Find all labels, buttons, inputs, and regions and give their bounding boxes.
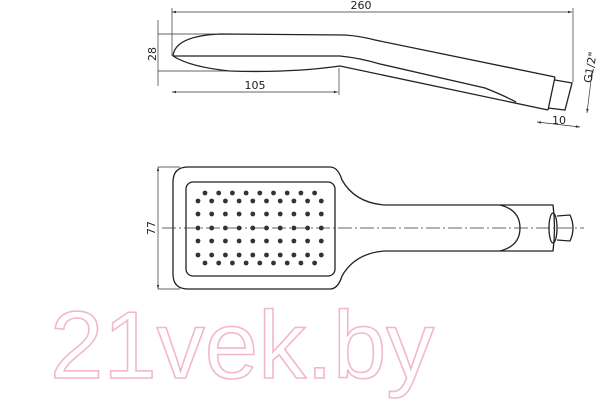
nozzle-dot bbox=[257, 260, 263, 266]
handle-outline-bottom bbox=[172, 55, 549, 111]
nozzle-dot bbox=[264, 225, 269, 231]
nozzle-dot bbox=[209, 211, 215, 217]
nozzle-dot bbox=[243, 190, 249, 196]
nozzle-dot bbox=[318, 211, 324, 217]
dim-77-label: 77 bbox=[145, 221, 158, 235]
nozzle-dot bbox=[223, 252, 228, 258]
nozzle-dot bbox=[271, 190, 276, 196]
dim-28-label: 28 bbox=[146, 47, 159, 61]
nozzle-dot bbox=[318, 225, 324, 231]
dim-105-label: 105 bbox=[245, 79, 266, 92]
nozzle-plate bbox=[185, 181, 336, 277]
nozzle-dot bbox=[195, 238, 201, 244]
nozzle-dot bbox=[195, 252, 201, 258]
nozzle-dot bbox=[264, 198, 269, 204]
nozzle-dot bbox=[236, 252, 242, 258]
nozzle-dot bbox=[195, 211, 201, 217]
nozzle-dot bbox=[277, 211, 283, 217]
nozzle-dot bbox=[209, 238, 215, 244]
nozzle-dot bbox=[250, 252, 256, 258]
nozzle-dot bbox=[202, 260, 208, 266]
connector-nut bbox=[556, 214, 574, 242]
head-outline bbox=[172, 166, 556, 290]
nozzle-dot bbox=[209, 225, 215, 231]
nozzle-dot bbox=[230, 260, 235, 266]
nozzle-dot bbox=[305, 252, 310, 258]
connector bbox=[547, 76, 573, 111]
nozzle-dot bbox=[318, 252, 324, 258]
handle-outline-top bbox=[172, 33, 556, 78]
nozzle-dot bbox=[298, 260, 304, 266]
nozzle-dot bbox=[284, 260, 290, 266]
dim-line-10 bbox=[536, 121, 581, 128]
nozzle-dot bbox=[305, 238, 310, 244]
nozzle-dot bbox=[223, 238, 228, 244]
nozzle-dot bbox=[236, 225, 242, 231]
nozzle-dot bbox=[318, 198, 324, 204]
nozzle-dot bbox=[291, 225, 297, 231]
nozzle-dot bbox=[312, 260, 317, 266]
nozzle-dot bbox=[202, 190, 208, 196]
dim-line-thread bbox=[586, 71, 593, 114]
nozzle-dot bbox=[291, 252, 297, 258]
top-view: 77 bbox=[145, 166, 584, 290]
nozzle-dot bbox=[236, 211, 242, 217]
nozzle-dot bbox=[195, 225, 201, 231]
nozzle-dot bbox=[223, 198, 228, 204]
nozzle-dot bbox=[223, 225, 228, 231]
nozzle-dot bbox=[250, 238, 256, 244]
nozzle-dot bbox=[312, 190, 317, 196]
nozzle-dot bbox=[250, 198, 256, 204]
handle-midline bbox=[173, 55, 517, 103]
nozzle-dot bbox=[250, 211, 256, 217]
nozzle-dot bbox=[277, 225, 283, 231]
nozzle-dot bbox=[291, 211, 297, 217]
nozzle-dot bbox=[236, 198, 242, 204]
nozzle-dot bbox=[277, 252, 283, 258]
nozzle-dot bbox=[243, 260, 249, 266]
nozzle-dot bbox=[291, 198, 297, 204]
nozzle-dot bbox=[298, 190, 304, 196]
nozzle-dot bbox=[230, 190, 235, 196]
nozzle-grid bbox=[195, 190, 324, 266]
nozzle-dot bbox=[284, 190, 290, 196]
nozzle-dot bbox=[277, 198, 283, 204]
nozzle-dot bbox=[305, 211, 310, 217]
nozzle-dot bbox=[264, 238, 269, 244]
dim-260-label: 260 bbox=[351, 0, 372, 12]
nozzle-dot bbox=[318, 238, 324, 244]
nozzle-dot bbox=[264, 211, 269, 217]
nozzle-dot bbox=[250, 225, 256, 231]
nozzle-dot bbox=[257, 190, 263, 196]
nozzle-dot bbox=[264, 252, 269, 258]
nozzle-dot bbox=[209, 252, 215, 258]
nozzle-dot bbox=[216, 190, 222, 196]
nozzle-dot bbox=[305, 225, 310, 231]
nozzle-dot bbox=[305, 198, 310, 204]
dim-10-label: 10 bbox=[552, 114, 566, 127]
nozzle-dot bbox=[195, 198, 201, 204]
nozzle-dot bbox=[236, 238, 242, 244]
watermark: 21vek.by bbox=[50, 292, 434, 399]
nozzle-dot bbox=[209, 198, 215, 204]
dim-thread-label: G1/2" bbox=[581, 51, 599, 84]
nozzle-dot bbox=[291, 238, 297, 244]
nozzle-dot bbox=[216, 260, 222, 266]
nozzle-dot bbox=[271, 260, 276, 266]
nozzle-dot bbox=[223, 211, 228, 217]
nozzle-dot bbox=[277, 238, 283, 244]
side-view: 260 105 28 G1/2" 10 bbox=[146, 0, 600, 128]
